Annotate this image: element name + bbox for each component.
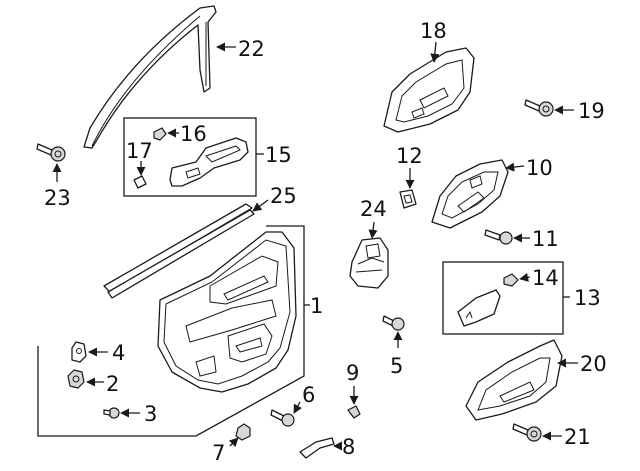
callout-16: 16 — [180, 122, 207, 146]
group-outline-1 — [37, 225, 305, 437]
callout-18: 18 — [420, 19, 447, 43]
callout-21: 21 — [564, 425, 591, 449]
part-2-nut — [67, 369, 85, 389]
leader-24 — [368, 221, 378, 239]
callout-6: 6 — [302, 383, 315, 407]
callout-15: 15 — [265, 143, 292, 167]
part-1-door-trim-panel — [157, 231, 297, 393]
callout-11: 11 — [532, 227, 559, 251]
part-19-screw — [524, 99, 554, 117]
part-14-clip — [503, 273, 519, 287]
callout-4: 4 — [112, 341, 125, 365]
leader-14 — [519, 272, 531, 282]
callout-19: 19 — [578, 99, 605, 123]
leader-25 — [252, 199, 269, 212]
leader-7 — [228, 437, 239, 448]
callout-24: 24 — [360, 197, 387, 221]
part-25-weatherstrip — [103, 203, 255, 299]
group-box-13 — [442, 261, 564, 335]
part-13-cover — [457, 289, 501, 327]
part-21-screw — [512, 423, 542, 442]
callout-3: 3 — [144, 402, 157, 426]
callout-20: 20 — [580, 352, 607, 376]
part-24-window-switch — [349, 237, 389, 289]
callout-23: 23 — [44, 186, 71, 210]
callout-7: 7 — [212, 441, 225, 465]
callout-14: 14 — [532, 266, 559, 290]
part-8-bracket — [299, 437, 335, 459]
part-18-armrest-bezel — [383, 47, 475, 133]
part-11-screw — [484, 229, 513, 245]
part-17-clip — [133, 175, 147, 189]
callout-17: 17 — [126, 139, 153, 163]
part-10-inside-handle — [431, 159, 509, 229]
callout-12: 12 — [396, 144, 423, 168]
part-16-clip — [153, 127, 167, 141]
part-15-switch-bezel — [169, 137, 249, 187]
callout-10: 10 — [526, 156, 553, 180]
callout-8: 8 — [342, 435, 355, 459]
part-3-screw — [103, 407, 120, 419]
callout-25: 25 — [270, 184, 297, 208]
group-box-15 — [123, 117, 257, 197]
part-23-screw — [36, 143, 66, 162]
part-7-clip — [235, 423, 251, 441]
part-20-pull-cup — [465, 339, 563, 421]
part-22-window-molding — [83, 5, 217, 149]
part-5-screw — [382, 315, 405, 331]
callout-22: 22 — [238, 37, 265, 61]
leader-18 — [430, 41, 440, 63]
callout-5: 5 — [390, 354, 403, 378]
part-12-clip — [399, 189, 417, 209]
part-9-clip — [347, 405, 361, 419]
part-6-screw — [270, 409, 295, 427]
callout-13: 13 — [574, 286, 601, 310]
callout-1: 1 — [310, 294, 323, 318]
leader-6 — [293, 401, 302, 414]
leader-10 — [505, 162, 525, 172]
part-4-pin — [71, 341, 87, 363]
callout-9: 9 — [346, 361, 359, 385]
callout-2: 2 — [106, 372, 119, 396]
